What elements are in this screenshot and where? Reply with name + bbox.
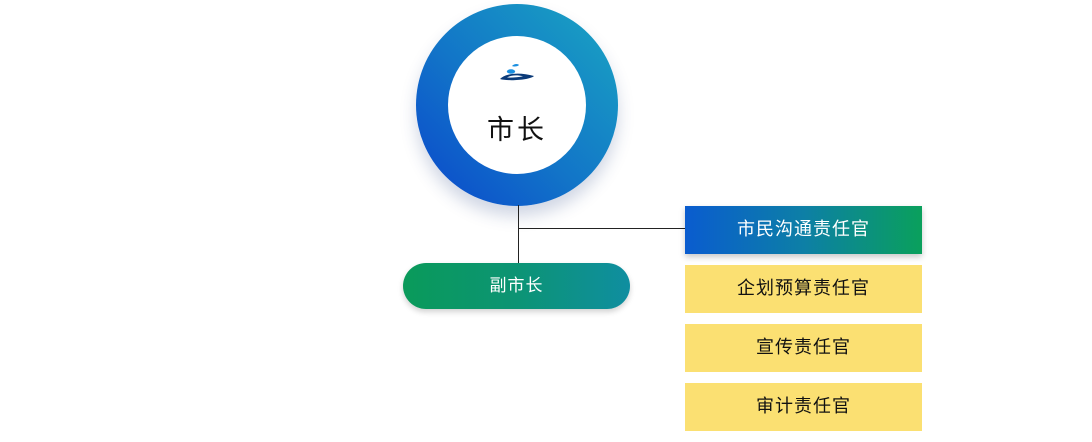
mayor-node: 市长 bbox=[416, 4, 618, 206]
city-emblem-icon bbox=[500, 63, 534, 81]
vertical-connector-line bbox=[518, 205, 519, 265]
officer-box-audit: 审计责任官 bbox=[685, 383, 922, 431]
officer-box-publicity: 宣传责任官 bbox=[685, 324, 922, 372]
officer-box-planning-budget: 企划预算责任官 bbox=[685, 265, 922, 313]
vice-mayor-node: 副市长 bbox=[403, 263, 630, 309]
horizontal-connector-line bbox=[518, 228, 686, 229]
mayor-inner-circle: 市长 bbox=[448, 36, 586, 174]
mayor-title: 市长 bbox=[487, 115, 547, 146]
officer-box-citizen-communication: 市民沟通责任官 bbox=[685, 206, 922, 254]
